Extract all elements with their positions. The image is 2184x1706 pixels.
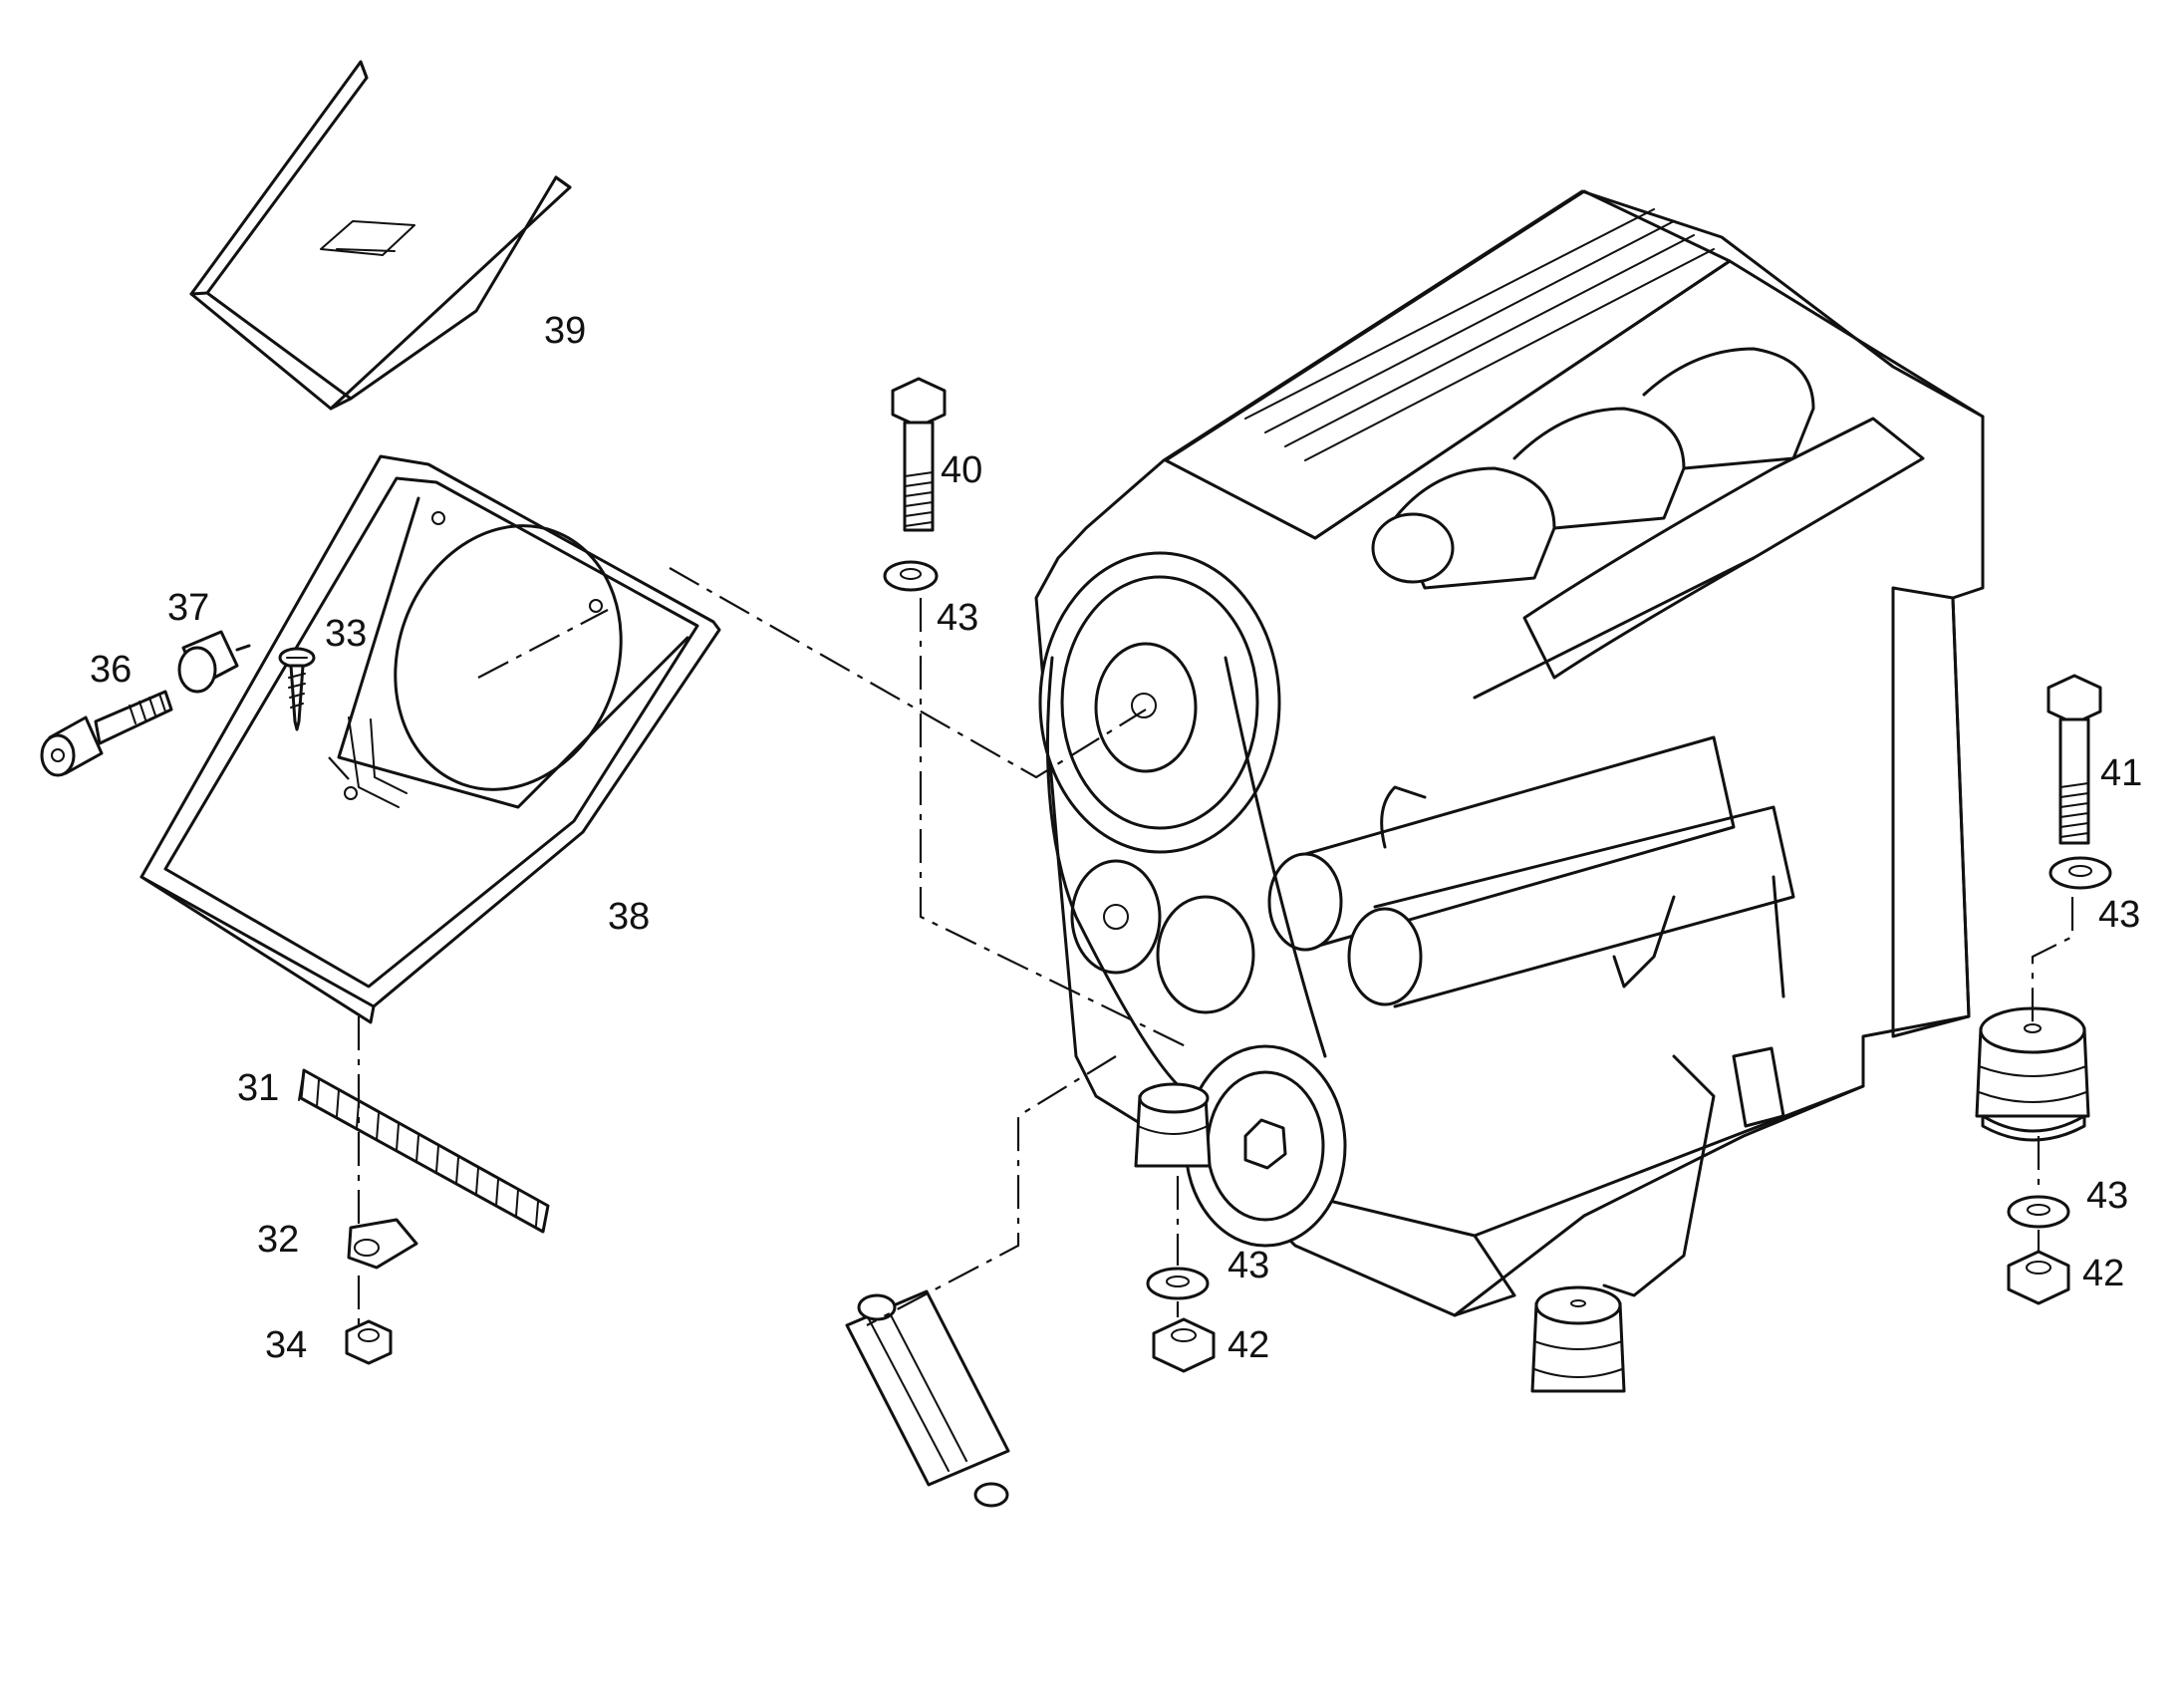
callout-40: 40 (941, 449, 982, 491)
callout-39: 39 (544, 310, 586, 352)
part-31-brush-strip (298, 1068, 550, 1234)
part-34-nut (345, 1319, 393, 1365)
callout-43-right-upper: 43 (2098, 894, 2140, 936)
callout-42-center: 42 (1228, 1324, 1269, 1366)
engine-block (1034, 189, 1985, 1393)
engine-sensor-box (845, 1289, 1010, 1508)
part-37-bush (177, 630, 251, 694)
part-39-bracket (189, 60, 572, 411)
engine-mount-right (1975, 1006, 2090, 1142)
callout-38: 38 (608, 896, 650, 938)
part-42-nut-a (1152, 1317, 1216, 1373)
callout-labels: 39 37 36 33 38 31 32 34 40 43 41 43 43 4… (90, 310, 2142, 1366)
part-41-bolt (2047, 674, 2102, 845)
callout-43-top: 43 (937, 597, 978, 639)
part-43-washer-d (1146, 1267, 1210, 1300)
callout-43-center: 43 (1228, 1245, 1269, 1286)
leader-lines (328, 567, 2074, 1326)
callout-42-right: 42 (2082, 1253, 2124, 1294)
callout-43-right-lower: 43 (2086, 1175, 2128, 1217)
callout-31: 31 (237, 1067, 279, 1109)
callout-41: 41 (2100, 752, 2142, 794)
part-43-washer-c (2007, 1195, 2070, 1229)
part-32-clip (347, 1218, 418, 1270)
callout-32: 32 (257, 1219, 299, 1261)
part-42-nut-b (2007, 1250, 2070, 1305)
part-33-screw (278, 647, 316, 731)
part-43-washer-a (883, 560, 939, 592)
callout-36: 36 (90, 649, 132, 691)
callout-37: 37 (167, 587, 209, 629)
part-38-fan-shroud (139, 454, 721, 1024)
part-40-bolt (891, 377, 947, 532)
callout-33: 33 (325, 613, 367, 655)
callout-34: 34 (265, 1324, 307, 1366)
part-36-screw (40, 690, 173, 777)
part-43-washer-b (2048, 856, 2112, 890)
